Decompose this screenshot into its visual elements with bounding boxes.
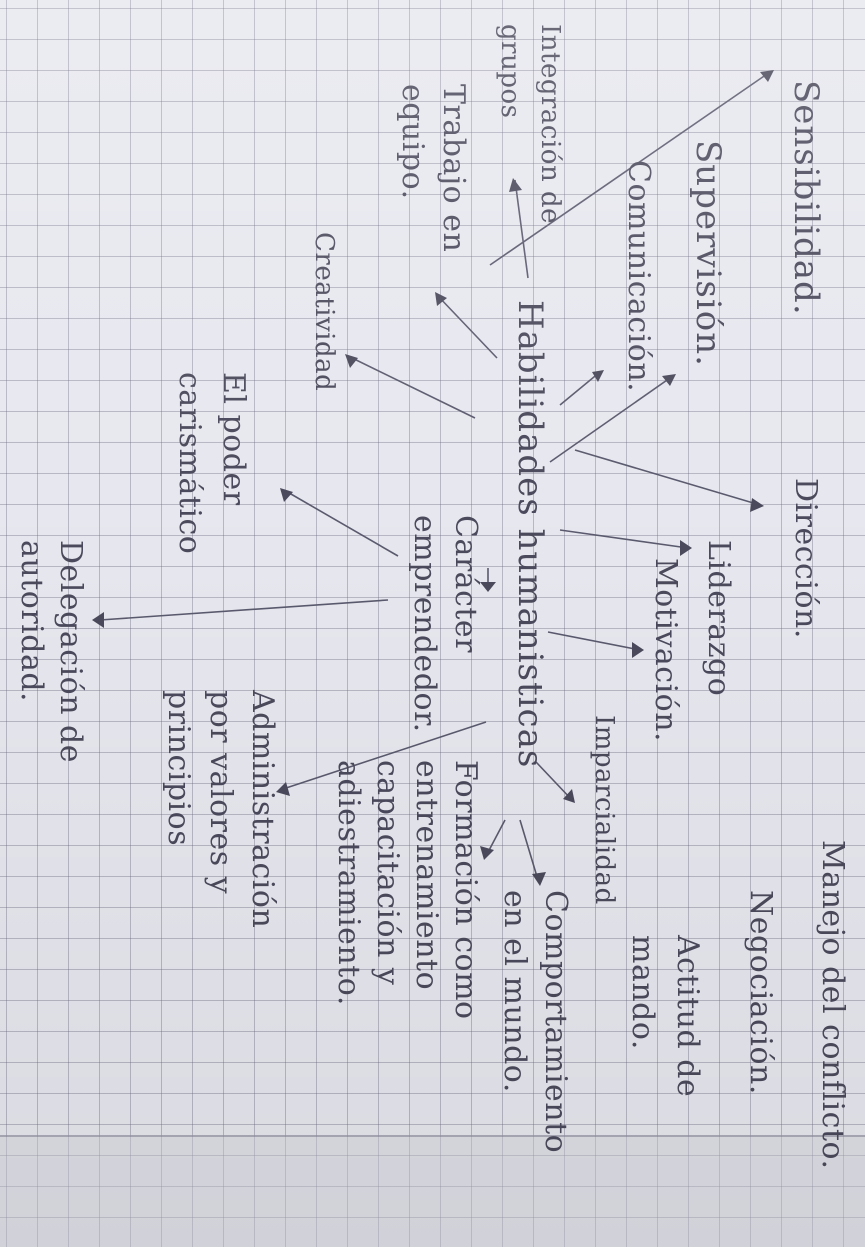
branch-direccion: Dirección.	[788, 478, 823, 639]
arrow-to-comportamiento	[519, 819, 539, 881]
arrow-to-administracion	[279, 721, 487, 791]
arrowhead-delegacion	[92, 612, 104, 628]
branch-integracion: Integración de grupos	[494, 24, 565, 224]
branch-poder: El poder carismático	[172, 372, 252, 555]
arrow-to-trabajo	[436, 294, 498, 359]
branch-delegacion: Delegación de autoridad.	[14, 540, 88, 764]
arrow-to-direccion	[574, 449, 761, 506]
arrow-to-supervision	[549, 377, 671, 463]
branch-motivacion: Motivación.	[648, 558, 683, 743]
branch-sensibilidad: Sensibilidad.	[786, 80, 826, 316]
branch-comunicacion: Comunicación.	[621, 160, 656, 393]
arrowhead-formacion	[480, 846, 494, 860]
branch-trabajo: Trabajo en equipo.	[395, 84, 472, 253]
arrowhead-imparcialidad	[563, 789, 575, 803]
arrow-to-creatividad	[347, 355, 476, 419]
arrowhead-supervision	[662, 374, 676, 386]
arrowhead-liderazgo	[680, 540, 692, 556]
arrow-to-imparcialidad	[535, 761, 573, 801]
branch-manejo-conflicto: Manejo del conflicto.	[815, 840, 850, 1170]
arrow-to-comunicacion	[559, 371, 601, 406]
arrow-to-motivacion	[547, 631, 641, 651]
arrowhead-sensibilidad	[760, 70, 774, 82]
arrow-to-sensibilidad	[489, 71, 771, 266]
arrowhead-creatividad	[345, 354, 358, 368]
branch-creatividad: Creatividad	[309, 232, 339, 392]
branch-imparcialidad: Imparcialidad	[589, 715, 619, 905]
arrowhead-comunicacion	[592, 370, 604, 382]
branch-actitud-mando: Actitud de mando.	[625, 935, 705, 1098]
arrow-to-liderazgo	[559, 529, 689, 549]
arrow-to-poder	[283, 489, 399, 557]
arrow-to-delegacion	[99, 599, 389, 621]
center-node: Habilidades humanisticas	[510, 300, 550, 769]
arrow-to-integracion	[514, 179, 529, 279]
branch-caracter: Carácter emprendedor.	[407, 515, 484, 733]
page-margin	[0, 1135, 865, 1247]
branch-administracion: Administración por valores y principios	[161, 690, 280, 929]
arrowhead-poder	[280, 488, 293, 502]
branch-negociacion: Negociación.	[743, 890, 778, 1095]
arrowhead-trabajo	[435, 292, 447, 306]
branch-liderazgo: Liderazgo	[701, 540, 736, 697]
arrowhead-administracion	[276, 782, 290, 796]
arrowhead-caracter	[480, 582, 496, 592]
branch-formacion: Formación como entrenamiento capacitació…	[331, 760, 483, 1020]
arrowhead-motivacion	[632, 642, 644, 658]
branch-supervision: Supervisión.	[688, 140, 728, 367]
arrowhead-comportamiento	[532, 872, 546, 886]
arrowhead-direccion	[750, 498, 764, 512]
branch-comportamiento: Comportamiento en el mundo.	[497, 890, 574, 1154]
arrowhead-integracion	[509, 178, 522, 192]
